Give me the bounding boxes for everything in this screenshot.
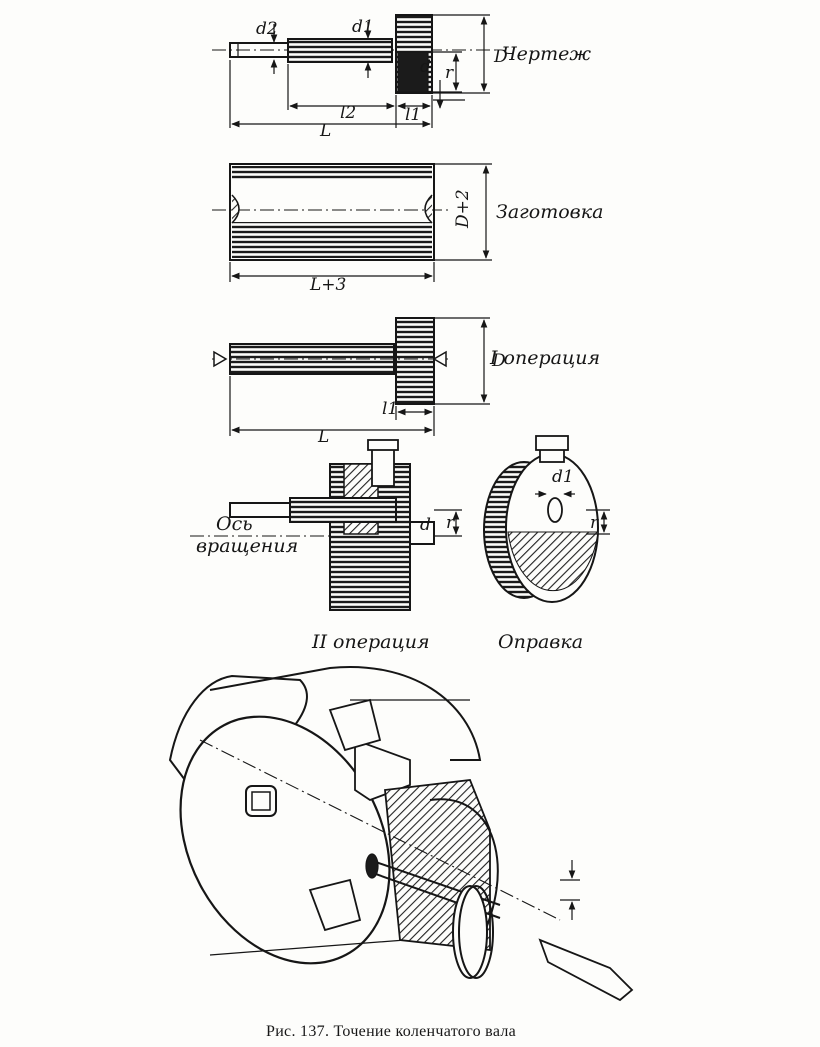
left-center-mark — [213, 350, 228, 368]
dim-l2: l2 — [340, 103, 356, 123]
op2-pin — [409, 521, 435, 545]
crank-pin — [397, 51, 429, 93]
mandrel-bore — [547, 497, 563, 523]
dim-op2-r: r — [446, 513, 455, 533]
clamp-bolt — [371, 445, 395, 487]
dim-op1-D: D — [491, 351, 506, 371]
dim-l1: l1 — [405, 105, 421, 125]
lathe-tailstock-center — [538, 938, 634, 1002]
label-axis-line2: вращения — [196, 535, 298, 557]
dim-d2: d2 — [256, 19, 278, 39]
dim-D: D — [493, 47, 508, 67]
label-drawing: Чертеж — [502, 43, 591, 65]
label-mandrel: Оправка — [498, 631, 583, 653]
left-center-hole — [231, 194, 240, 224]
mandrel-nut — [535, 435, 569, 451]
operation-2-view: d r Ось вращения II операция — [190, 439, 462, 653]
dim-L: L — [319, 121, 331, 141]
dim-d: d — [420, 57, 431, 77]
dim-D-plus-2: D+2 — [453, 189, 473, 229]
dim-mandrel-r: r — [590, 513, 599, 533]
label-blank: Заготовка — [496, 201, 603, 223]
dim-d1: d1 — [352, 17, 374, 37]
op1-flange — [395, 317, 435, 405]
right-center-mark — [432, 350, 447, 368]
drawing-view: d2 d1 D d r l2 l1 L Чертеж — [212, 14, 591, 141]
op2-shaft — [289, 497, 397, 523]
chuck-isometric-view — [168, 666, 634, 1002]
dim-mandrel-d1: d1 — [552, 467, 574, 487]
operation-1-view: D l1 L I операция — [212, 317, 600, 447]
dim-op2-d: d — [420, 515, 431, 535]
main-shaft — [287, 38, 393, 63]
figure-caption: Рис. 137. Точение коленчатого вала — [266, 1023, 516, 1040]
dim-op1-L: L — [317, 427, 329, 447]
mandrel-view: d1 r Оправка — [483, 435, 610, 653]
label-op2: II операция — [311, 631, 430, 653]
label-axis-line1: Ось — [216, 513, 253, 535]
blank-bar — [229, 163, 435, 261]
dim-op1-l1: l1 — [382, 399, 398, 419]
blank-view: D+2 L+3 Заготовка — [212, 163, 603, 295]
label-op1: I операция — [489, 347, 600, 369]
right-center-hole — [424, 194, 433, 224]
dim-r: r — [445, 63, 454, 83]
dim-L-plus-3: L+3 — [309, 275, 346, 295]
